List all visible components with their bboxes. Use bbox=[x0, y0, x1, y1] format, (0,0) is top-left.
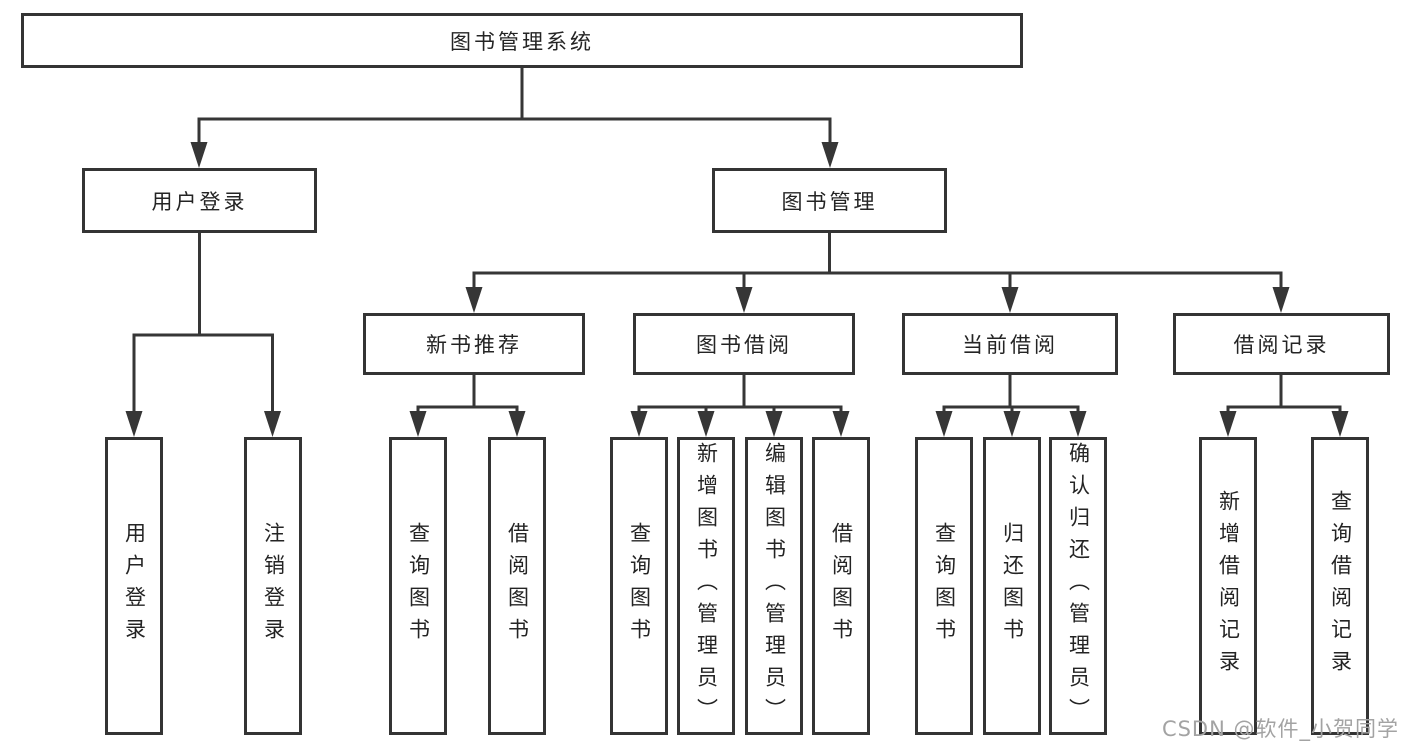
leaf-user-login: 用户登录 bbox=[105, 437, 163, 735]
leaf-add-book-admin-label: 新增图书（管理员） bbox=[694, 442, 719, 730]
leaf-confirm-return-admin: 确认归还（管理员） bbox=[1049, 437, 1107, 735]
node-library-system: 图书管理系统 bbox=[21, 13, 1023, 68]
leaf-return-books-label: 归还图书 bbox=[1000, 522, 1025, 650]
leaf-logout: 注销登录 bbox=[244, 437, 302, 735]
leaf-borrow-books-recommend: 借阅图书 bbox=[488, 437, 546, 735]
node-new-book-recommend: 新书推荐 bbox=[363, 313, 585, 375]
node-borrowing-records: 借阅记录 bbox=[1173, 313, 1390, 375]
leaf-query-books-borrowing-label: 查询图书 bbox=[627, 522, 652, 650]
node-user-login-label: 用户登录 bbox=[151, 189, 248, 214]
leaf-query-borrow-record-label: 查询借阅记录 bbox=[1328, 490, 1353, 682]
leaf-user-login-label: 用户登录 bbox=[122, 522, 147, 650]
leaf-query-books-borrowing: 查询图书 bbox=[610, 437, 668, 735]
leaf-add-book-admin: 新增图书（管理员） bbox=[677, 437, 735, 735]
leaf-borrow-books-recommend-label: 借阅图书 bbox=[505, 522, 530, 650]
leaf-borrow-books-label: 借阅图书 bbox=[829, 522, 854, 650]
node-book-management: 图书管理 bbox=[712, 168, 947, 233]
node-current-borrowing-label: 当前借阅 bbox=[962, 333, 1058, 357]
csdn-watermark: CSDN @软件_小贺同学 bbox=[1161, 717, 1399, 741]
leaf-borrow-books: 借阅图书 bbox=[812, 437, 870, 735]
node-book-management-label: 图书管理 bbox=[781, 189, 878, 214]
leaf-query-books-current: 查询图书 bbox=[915, 437, 973, 735]
leaf-confirm-return-admin-label: 确认归还（管理员） bbox=[1066, 442, 1091, 730]
node-current-borrowing: 当前借阅 bbox=[902, 313, 1118, 375]
leaf-query-borrow-record: 查询借阅记录 bbox=[1311, 437, 1369, 735]
node-book-borrowing: 图书借阅 bbox=[633, 313, 855, 375]
leaf-query-books-recommend: 查询图书 bbox=[389, 437, 447, 735]
node-book-borrowing-label: 图书借阅 bbox=[696, 333, 792, 357]
leaf-edit-book-admin-label: 编辑图书（管理员） bbox=[762, 442, 787, 730]
leaf-return-books: 归还图书 bbox=[983, 437, 1041, 735]
leaf-edit-book-admin: 编辑图书（管理员） bbox=[745, 437, 803, 735]
leaf-logout-label: 注销登录 bbox=[261, 522, 286, 650]
node-user-login: 用户登录 bbox=[82, 168, 317, 233]
leaf-query-books-recommend-label: 查询图书 bbox=[406, 522, 431, 650]
node-borrowing-records-label: 借阅记录 bbox=[1233, 333, 1330, 357]
node-new-book-recommend-label: 新书推荐 bbox=[426, 333, 522, 357]
leaf-add-borrow-record: 新增借阅记录 bbox=[1199, 437, 1257, 735]
leaf-add-borrow-record-label: 新增借阅记录 bbox=[1216, 490, 1241, 682]
leaf-query-books-current-label: 查询图书 bbox=[932, 522, 957, 650]
node-library-system-label: 图书管理系统 bbox=[450, 29, 594, 54]
